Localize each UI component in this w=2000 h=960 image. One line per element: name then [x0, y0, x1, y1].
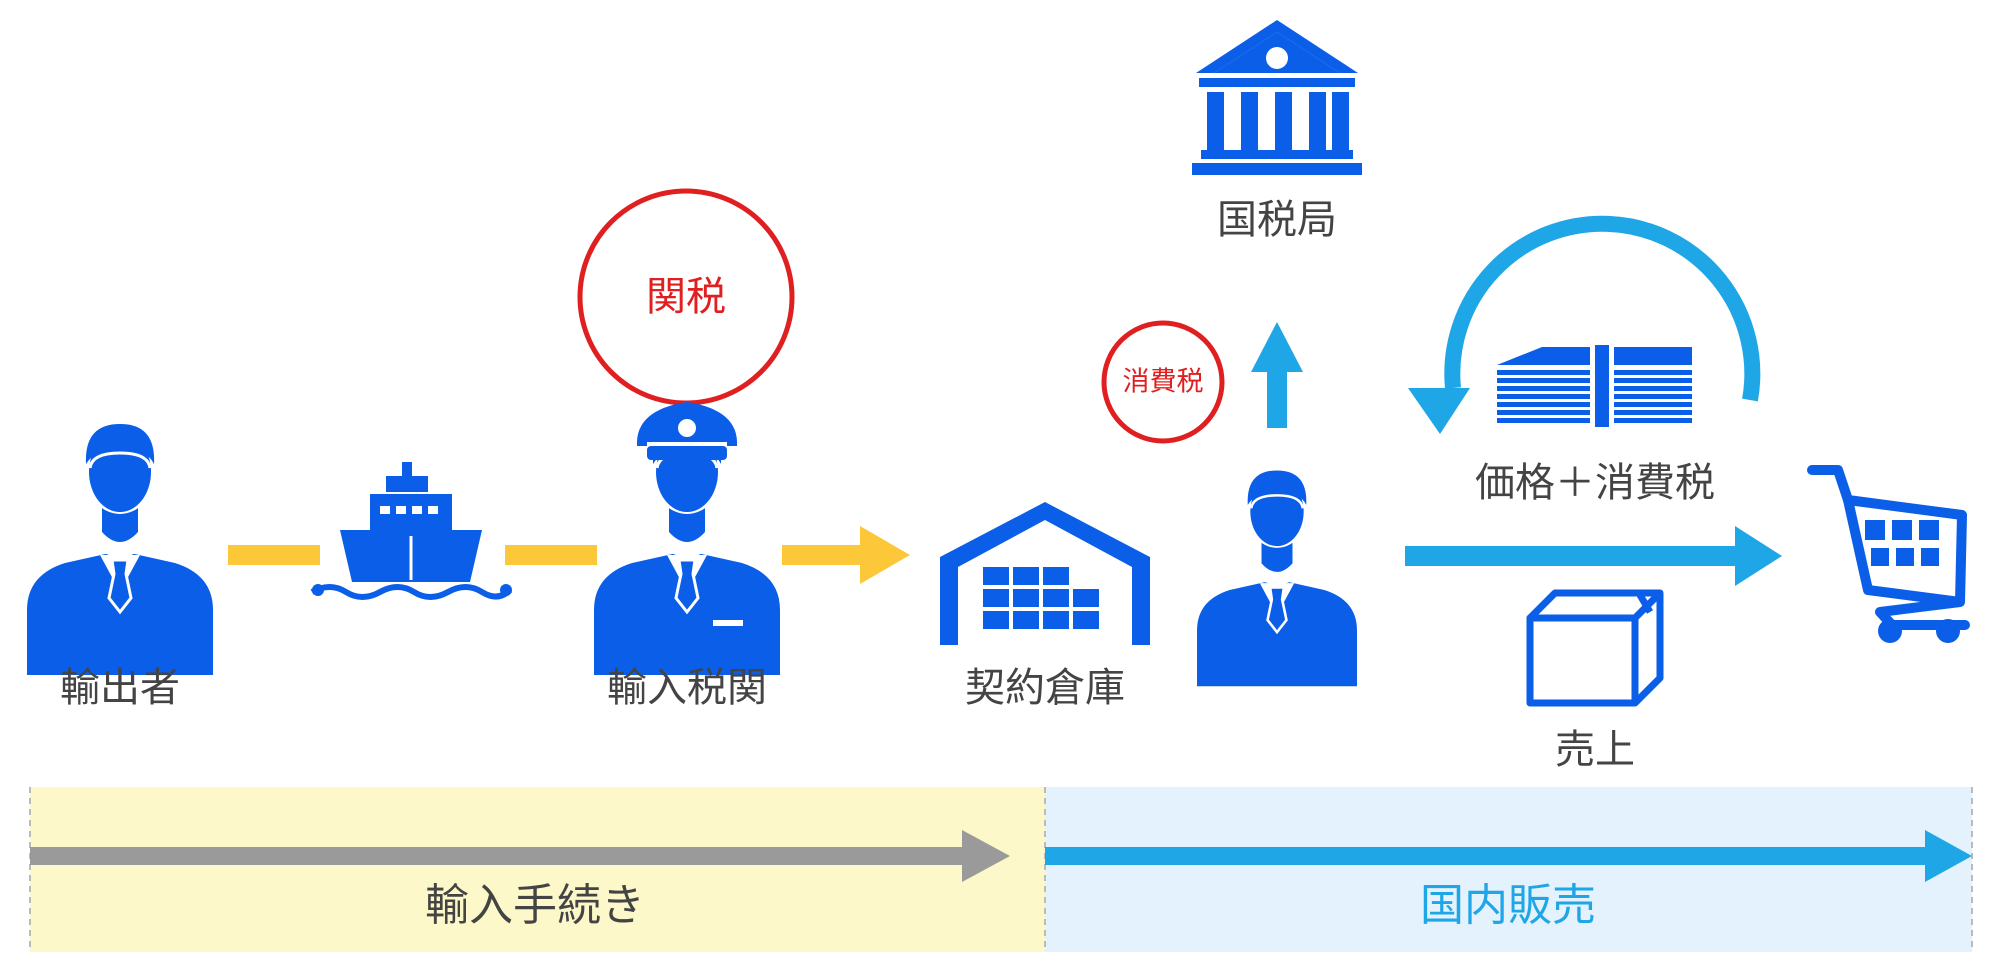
warehouse-label: 契約倉庫 [965, 665, 1125, 711]
cash-stack-icon [1497, 345, 1692, 427]
import-phase-label: 輸入手続き [425, 880, 645, 931]
seller-icon [1195, 469, 1359, 688]
flow-connector-1 [228, 545, 320, 565]
sales-label: 売上 [1555, 727, 1635, 773]
consumption-tax-badge [1101, 320, 1225, 444]
exporter-label: 輸出者 [60, 665, 180, 711]
sales-flow-arrow [1405, 526, 1782, 586]
import-phase-arrow [30, 830, 1010, 882]
tax-payment-arrow [1251, 322, 1303, 428]
money-label: 価格＋消費税 [1475, 460, 1715, 506]
tariff-badge-label: 関税 [646, 274, 726, 320]
tax-office-label: 国税局 [1217, 197, 1337, 243]
flow-connector-2 [505, 545, 597, 565]
payment-return-arrow [1408, 215, 1761, 434]
cargo-ship-icon [310, 462, 513, 600]
customs-officer-icon [592, 402, 782, 677]
domestic-phase-arrow [1045, 830, 1972, 882]
domestic-phase-label: 国内販売 [1420, 880, 1596, 931]
package-box-icon [1526, 589, 1664, 707]
consumption-tax-badge-label: 消費税 [1122, 366, 1204, 398]
exporter-icon [25, 422, 215, 677]
government-building-icon [1192, 20, 1362, 175]
import-phase-band [30, 787, 1045, 952]
to-warehouse-arrow [782, 526, 910, 584]
warehouse-icon [940, 502, 1150, 645]
shopping-cart-icon [1807, 465, 1970, 643]
customs-label: 輸入税関 [607, 665, 767, 711]
domestic-phase-band [1045, 787, 1972, 952]
